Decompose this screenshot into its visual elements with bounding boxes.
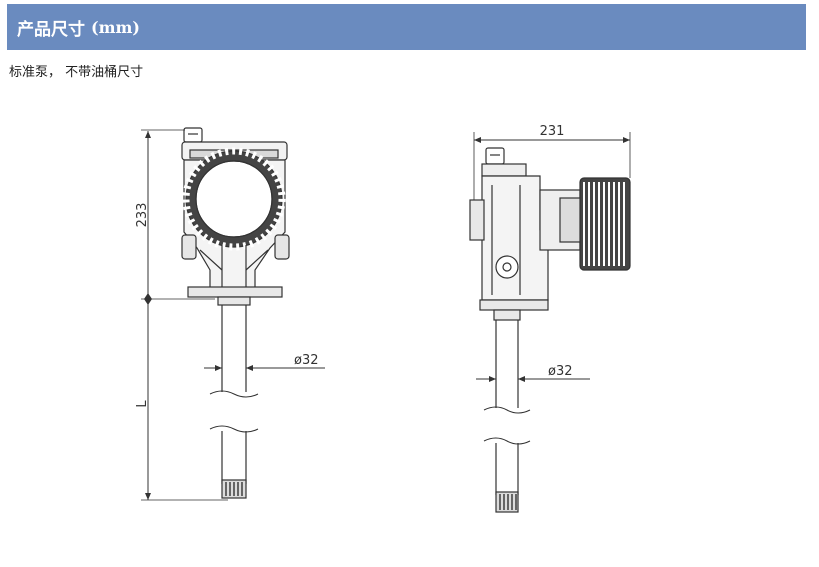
height-dimension-label: 233 bbox=[135, 203, 150, 228]
length-dimension-label: L bbox=[135, 400, 150, 408]
side-view bbox=[469, 132, 631, 513]
product-note: 标准泵， 不带油桶尺寸 bbox=[9, 65, 144, 80]
section-unit: (mm) bbox=[91, 17, 140, 37]
side-diameter-label: ø32 bbox=[548, 364, 573, 379]
section-header: 产品尺寸 (mm) bbox=[7, 4, 806, 50]
front-diameter-label: ø32 bbox=[294, 353, 319, 368]
section-title: 产品尺寸 bbox=[17, 19, 85, 40]
front-view bbox=[141, 127, 325, 501]
width-dimension-label: 231 bbox=[540, 124, 565, 139]
